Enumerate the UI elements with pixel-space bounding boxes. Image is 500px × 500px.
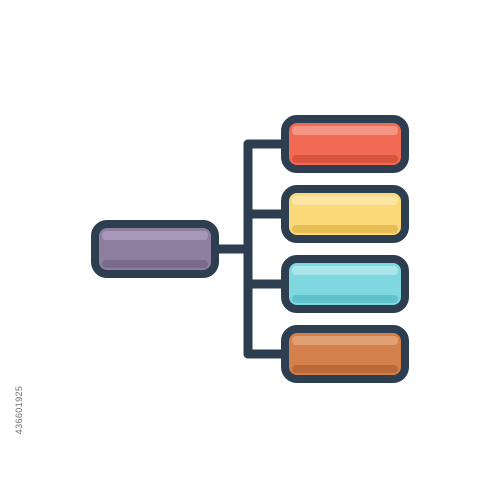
root-node [91,220,219,278]
child-node-1 [281,115,409,173]
child-node-3 [281,255,409,313]
connector-lines [209,139,290,359]
child-node-4 [281,325,409,383]
child-node-2 [281,185,409,243]
